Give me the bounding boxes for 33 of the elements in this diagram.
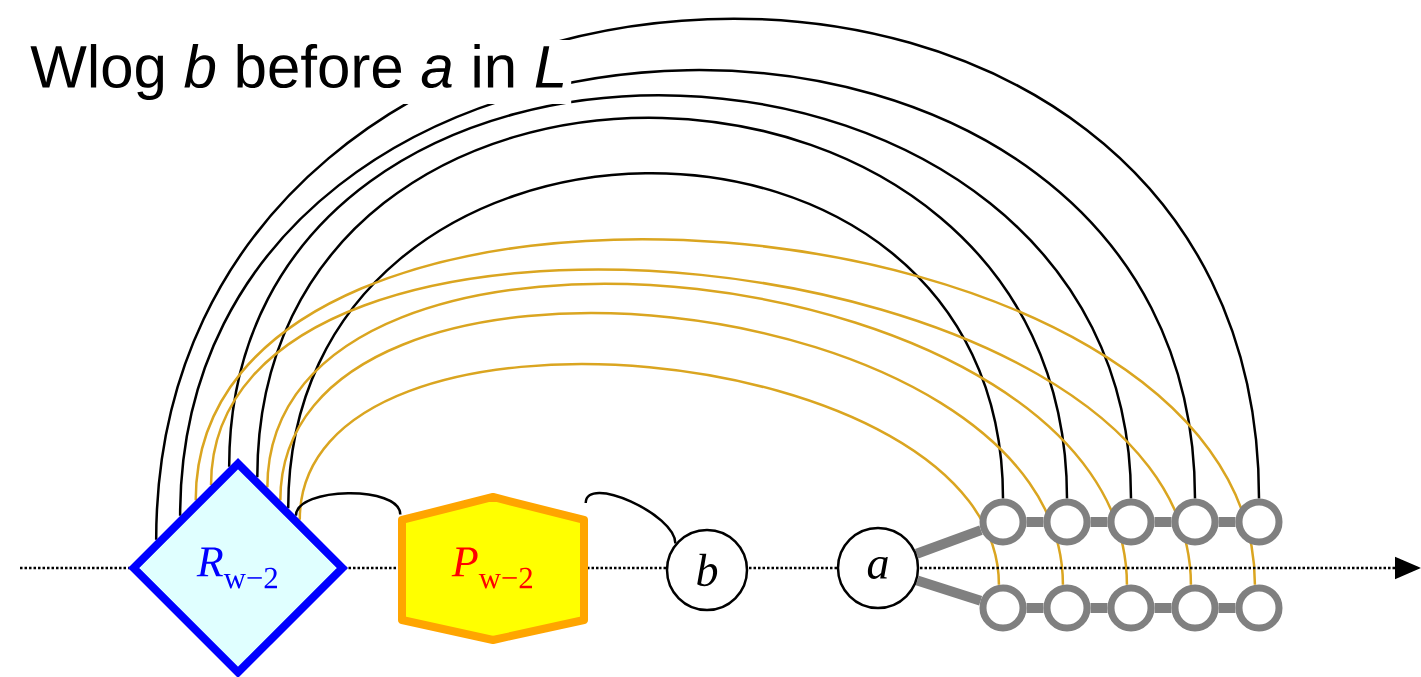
connector-line [1154, 517, 1172, 527]
circle-node [1107, 584, 1155, 632]
connector-line [1090, 517, 1108, 527]
connector-line [915, 525, 983, 559]
hexagon-node: P$_{w−2}$ [398, 493, 588, 644]
connector-line [1218, 603, 1236, 613]
circle-node [1107, 498, 1155, 546]
circle-node [1171, 584, 1219, 632]
connector-line [194, 239, 1257, 586]
circle-node [979, 584, 1027, 632]
connector-line [1218, 517, 1236, 527]
circle-node [1171, 498, 1219, 546]
circle-node [1235, 498, 1283, 546]
connector-line [256, 116, 1069, 499]
title: Wlog b before a in L [26, 40, 572, 104]
connector-line [298, 363, 1001, 586]
connector-line [1090, 603, 1108, 613]
connector-line [227, 94, 1133, 499]
connector-line [915, 575, 983, 606]
circle-node [1235, 584, 1283, 632]
connector-line [294, 492, 402, 517]
circle-node: a [836, 526, 920, 610]
connector-line [286, 172, 1005, 509]
circle-node [1043, 498, 1091, 546]
circle-node [1043, 584, 1091, 632]
connector-line [279, 312, 1065, 586]
connector-line [209, 268, 1193, 586]
connector-line [1154, 603, 1172, 613]
connector-line [266, 282, 1129, 586]
connector-line [1026, 603, 1044, 613]
connector-line [1026, 517, 1044, 527]
circle-node: b [665, 528, 749, 612]
circle-node [979, 498, 1027, 546]
